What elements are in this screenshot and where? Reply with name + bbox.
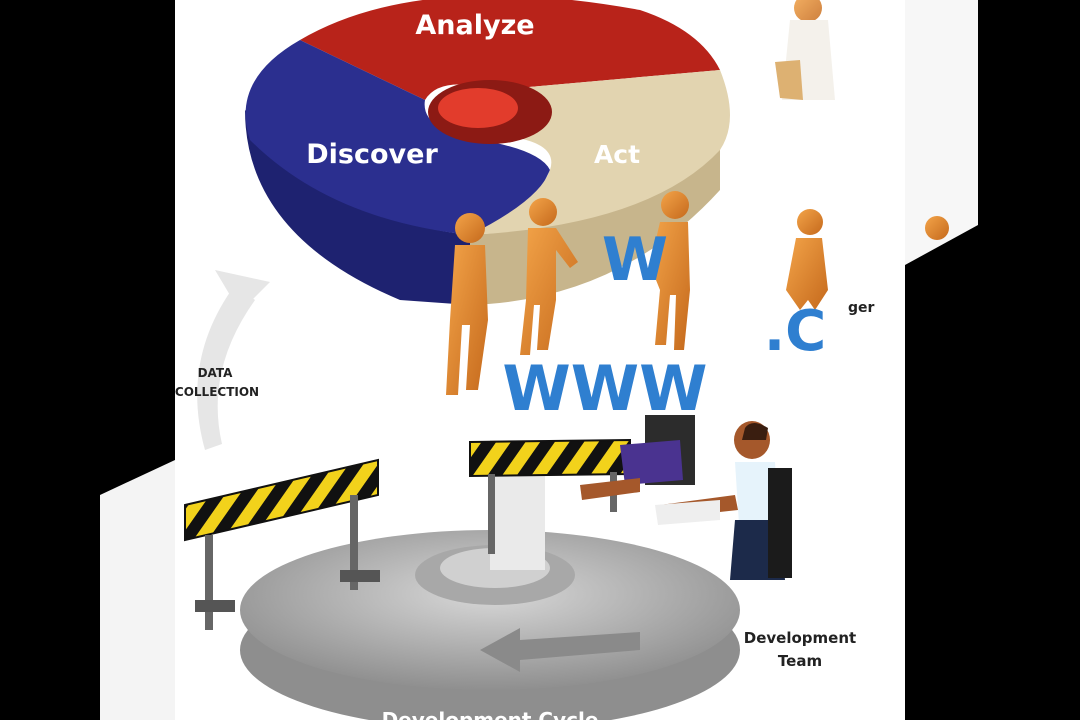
data-collection-arrowhead <box>215 270 270 312</box>
right-panel <box>905 0 978 265</box>
manager-label-fragment: ger <box>848 300 875 316</box>
developer-seated-back <box>580 415 695 500</box>
development-cycle-arrow <box>480 628 640 672</box>
dotc-block-letters: .C <box>764 299 826 364</box>
data-collection-label-line1: DATA <box>198 366 234 380</box>
figure-far-right <box>925 216 949 240</box>
developer-seated-front <box>655 421 792 580</box>
analyze-label: Analyze <box>415 10 534 41</box>
development-team-label-line2: Team <box>778 652 822 670</box>
analyze-segment <box>300 0 720 100</box>
figure-top-right <box>775 0 835 100</box>
w-block-letter: W <box>602 225 668 295</box>
figure-standing-left <box>446 213 488 395</box>
figure-walking-center <box>520 198 578 355</box>
ring-hub-core <box>438 88 518 128</box>
development-cycle-label: Development Cycle <box>382 708 599 720</box>
www-block-letters: WWW <box>502 352 707 425</box>
barricade-left <box>184 458 380 630</box>
left-wedge-panel <box>100 460 175 720</box>
discover-label: Discover <box>306 139 438 170</box>
figure-carrying-dotc <box>786 209 828 310</box>
discover-segment <box>245 40 551 235</box>
data-collection-label-line2: COLLECTION <box>175 385 259 399</box>
act-label: Act <box>594 140 640 169</box>
analysis-cycle-ring <box>245 0 730 305</box>
figure-carrying-w <box>650 191 690 350</box>
development-team-label-line1: Development <box>744 629 856 647</box>
data-collection-arrow <box>197 285 255 450</box>
